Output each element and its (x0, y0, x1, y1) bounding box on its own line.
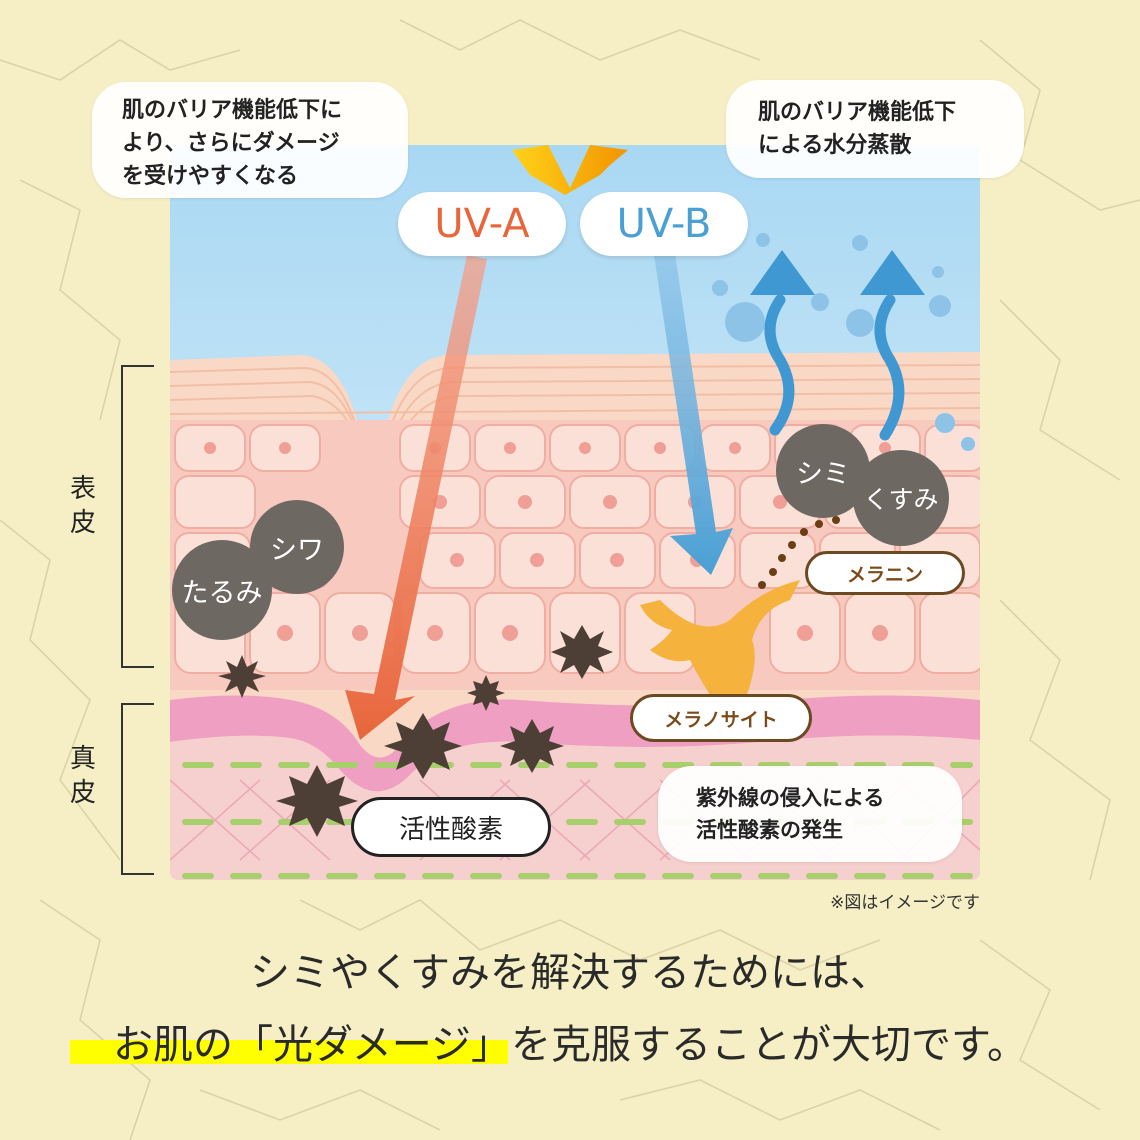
ros-label: 活性酸素 (351, 797, 551, 857)
caption-line-1: シミやくすみを解決するためには、 (250, 950, 890, 996)
caption-highlight (70, 1040, 508, 1064)
ros-note-line-2: 活性酸素の発生 (696, 818, 843, 842)
uvb-arrow (654, 253, 733, 575)
ros-note-callout: 紫外線の侵入による 活性酸素の発生 (658, 766, 962, 862)
ros-star-3 (551, 625, 613, 679)
evaporation-arrow-2 (874, 294, 905, 441)
water-evaporation-line-1: 肌のバリア機能低下 (758, 100, 957, 125)
barrier-damage-line-1: 肌のバリア機能低下に (122, 98, 343, 123)
ros-star-5 (500, 719, 564, 773)
water-evaporation-callout: 肌のバリア機能低下 による水分蒸散 (726, 80, 1024, 178)
uva-arrow (345, 255, 487, 740)
caption-line-2-highlight: 「光ダメージ」 (233, 1022, 511, 1068)
ros-star-1 (218, 655, 266, 698)
barrier-damage-callout: 肌のバリア機能低下に より、さらにダメージ を受けやすくなる (92, 82, 408, 198)
ros-star-4 (384, 713, 462, 779)
ros-note-line-1: 紫外線の侵入による (696, 786, 885, 810)
melanin-label: メラニン (805, 551, 965, 595)
ros-star-6 (276, 765, 358, 837)
dermis-bracket (121, 703, 154, 875)
epidermis-label: 表皮 (69, 474, 96, 538)
ros-star-2 (467, 675, 505, 711)
sun-icon (512, 145, 628, 195)
image-note: ※図はイメージです (830, 893, 980, 913)
water-evaporation-line-2: による水分蒸散 (758, 133, 912, 158)
caption-line-2-pre: お肌の (113, 1022, 233, 1068)
dermis-label: 真皮 (69, 744, 96, 808)
uv-b-label: UV-B (580, 192, 748, 256)
epidermis-bracket (121, 365, 154, 668)
dullness-badge: くすみ (853, 450, 949, 546)
melanocyte-label: メラノサイト (630, 694, 812, 742)
barrier-damage-line-3: を受けやすくなる (122, 164, 299, 189)
caption-line-2-post: を克服することが大切です。 (511, 1022, 1027, 1068)
uv-a-label: UV-A (398, 192, 566, 256)
caption-line-2: お肌の「光ダメージ」を克服することが大切です。 (0, 1012, 1140, 1070)
barrier-damage-line-2: より、さらにダメージ (122, 131, 340, 156)
evaporation-arrow-1 (764, 294, 795, 436)
sagging-badge: たるみ (172, 540, 272, 640)
